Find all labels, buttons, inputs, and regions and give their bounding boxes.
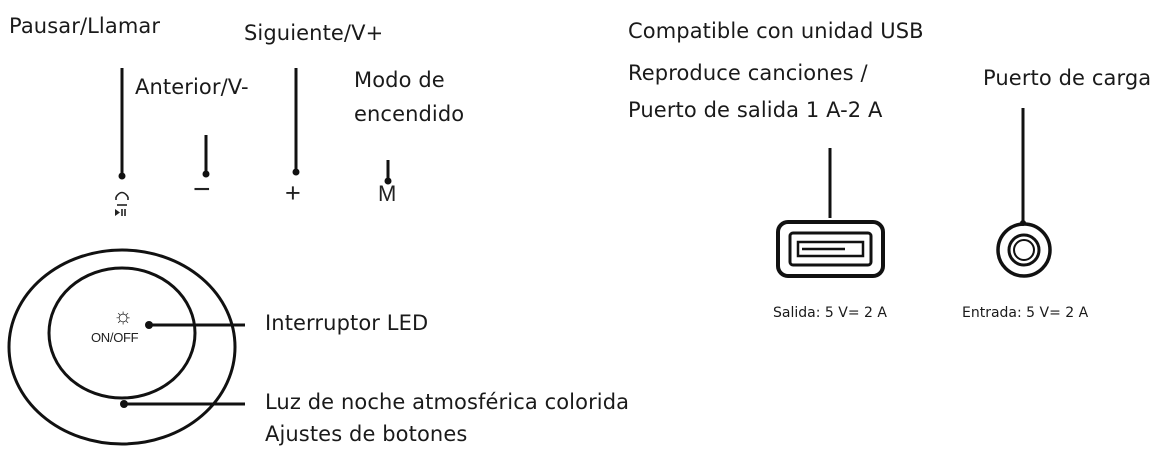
charge-port-icon	[996, 222, 1052, 278]
mode-label-line1: Modo de	[354, 68, 445, 92]
pause-call-leader-dot	[118, 172, 126, 180]
plus-icon: +	[285, 178, 301, 208]
minus-icon: −	[193, 173, 211, 206]
next-vol-up-label: Siguiente/V+	[244, 21, 384, 45]
mode-icon: M	[378, 181, 397, 206]
usb-label-line3: Puerto de salida 1 A-2 A	[628, 98, 883, 122]
usb-port-icon	[776, 220, 885, 278]
sun-icon: ☼	[113, 303, 134, 328]
on-off-text: ON/OFF	[91, 330, 139, 345]
ring-label-line1: Luz de noche atmosférica colorida	[265, 390, 630, 414]
charge-port-label: Puerto de carga	[983, 66, 1152, 90]
pause-call-icon	[115, 191, 129, 216]
prev-vol-down-label: Anterior/V-	[135, 75, 249, 99]
inner-knob	[47, 266, 197, 400]
ring-label-line2: Ajustes de botones	[265, 422, 468, 446]
outer-ring	[7, 248, 237, 446]
usb-output-spec: Salida: 5 V= 2 A	[773, 305, 887, 321]
prev-leader-dot	[202, 170, 210, 178]
usb-label-line2: Reproduce canciones /	[628, 61, 868, 85]
mode-label-line2: encendido	[354, 102, 465, 126]
charge-input-spec: Entrada: 5 V= 2 A	[962, 305, 1089, 321]
usb-label-line1: Compatible con unidad USB	[628, 19, 924, 43]
mode-leader-dot	[384, 177, 392, 185]
led-switch-label: Interruptor LED	[265, 311, 429, 335]
next-leader-dot	[292, 168, 300, 176]
pause-call-label: Pausar/Llamar	[9, 14, 161, 38]
